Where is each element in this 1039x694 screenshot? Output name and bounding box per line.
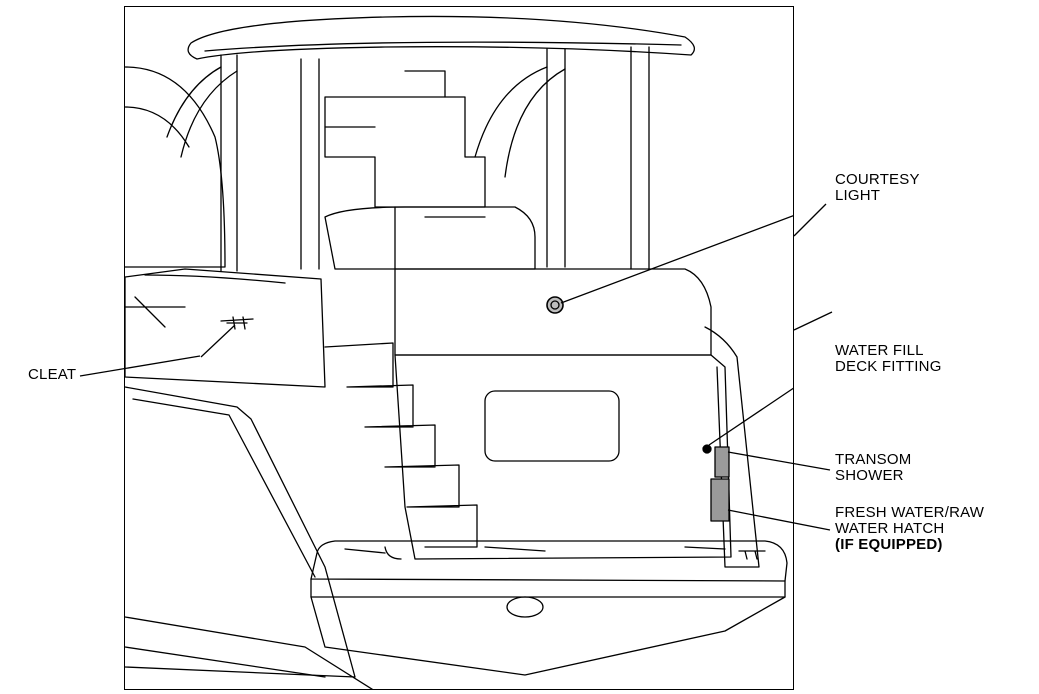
transom-lower: [394, 354, 732, 560]
cleat-shape: [220, 316, 254, 330]
fresh-water-hatch-label: FRESH WATER/RAW WATER HATCH (IF EQUIPPED…: [835, 505, 984, 553]
boat-stern-illustration: [125, 15, 788, 689]
transom-window: [484, 390, 620, 462]
cleat-leader-outer: [79, 355, 201, 377]
courtesy-light-shape: [546, 296, 564, 314]
hardtop-support-left: [220, 54, 320, 272]
water-fill-leader: [708, 387, 793, 446]
water-fill-fitting: [702, 444, 712, 454]
transom-upper: [394, 268, 712, 356]
water-fill-label-line1: WATER FILL: [835, 342, 924, 359]
courtesy-light-label-line2: LIGHT: [835, 187, 881, 204]
cleat-label-line1: CLEAT: [28, 366, 77, 383]
transom-shower-box: [714, 446, 730, 478]
transom-shower-label-line2: SHOWER: [835, 467, 904, 484]
fresh-water-hatch-label-line2: WATER HATCH: [835, 520, 945, 537]
helm-seat: [324, 206, 536, 270]
water-fill-leader-outer: [793, 311, 833, 331]
swim-platform: [310, 540, 788, 582]
water-fill-label: WATER FILL DECK FITTING: [835, 343, 942, 375]
transom-shower-leader: [727, 451, 831, 471]
starboard-hull: [704, 326, 760, 568]
port-gunwale: [125, 268, 326, 388]
fresh-water-hatch-label-line3: (IF EQUIPPED): [835, 536, 943, 553]
courtesy-light-leader: [560, 215, 793, 304]
cleat-leader: [200, 324, 236, 358]
bow-shape: [125, 66, 226, 268]
transom-shower-label: TRANSOM SHOWER: [835, 452, 911, 484]
courtesy-leader-outer: [793, 203, 827, 237]
water-fill-label-line2: DECK FITTING: [835, 358, 942, 375]
illustration-frame: [124, 6, 794, 690]
hull-light: [506, 596, 544, 618]
hull-bottom: [310, 596, 786, 676]
hardtop-support-right: [546, 46, 650, 270]
fresh-water-leader: [727, 509, 831, 531]
cleat-label: CLEAT: [28, 367, 76, 383]
courtesy-light-label-line1: COURTESY: [835, 171, 920, 188]
fresh-water-hatch-box: [710, 478, 730, 522]
transom-shower-label-line1: TRANSOM: [835, 451, 912, 468]
courtesy-light-label: COURTESY LIGHT: [835, 172, 920, 204]
fresh-water-hatch-label-line1: FRESH WATER/RAW: [835, 504, 985, 521]
swim-step-stairs: [324, 342, 478, 548]
hardtop-roof: [187, 15, 696, 60]
leader-lines: [200, 215, 793, 446]
